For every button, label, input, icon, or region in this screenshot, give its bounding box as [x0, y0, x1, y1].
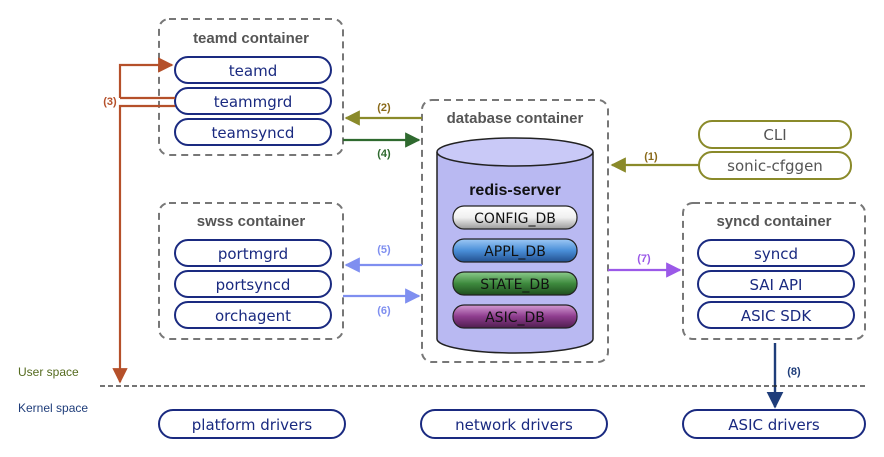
- sonic-cfggen-tool[interactable]: sonic-cfggen: [698, 151, 852, 180]
- teammgrd-label: teammgrd: [214, 93, 292, 111]
- swss-container-title: swss container: [197, 213, 306, 230]
- arrow-6: (6): [343, 288, 421, 317]
- teamd-container-title: teamd container: [193, 30, 309, 47]
- teamd-container: teamd container teamd teammgrd teamsyncd: [158, 18, 344, 156]
- arrow-6-label: (6): [377, 305, 391, 317]
- teammgrd-process[interactable]: teammgrd: [174, 87, 332, 115]
- cli-label: CLI: [763, 126, 786, 144]
- asic-drivers[interactable]: ASIC drivers: [682, 409, 866, 439]
- arrow-4: (4): [343, 132, 421, 160]
- arrow-7: (7): [608, 253, 682, 278]
- arrow-4-label: (4): [377, 148, 391, 160]
- arrow-1: (1): [610, 151, 699, 173]
- arrow-3: (3): [103, 57, 175, 384]
- platform-drivers[interactable]: platform drivers: [158, 409, 346, 439]
- cli-tool[interactable]: CLI: [698, 120, 852, 149]
- arrow-5: (5): [344, 244, 422, 273]
- state-db[interactable]: STATE_DB: [452, 271, 578, 296]
- user-space-label: User space: [18, 365, 79, 379]
- config-db-label: CONFIG_DB: [474, 211, 556, 227]
- arrow-8: (8): [766, 343, 801, 409]
- redis-server-label: redis-server: [469, 182, 561, 199]
- teamd-process[interactable]: teamd: [174, 56, 332, 84]
- orchagent-process[interactable]: orchagent: [174, 301, 332, 329]
- sonic-cfggen-label: sonic-cfggen: [727, 157, 823, 175]
- arrow-2-label: (2): [377, 102, 391, 114]
- teamsyncd-process[interactable]: teamsyncd: [174, 118, 332, 146]
- arrow-7-label: (7): [637, 253, 651, 265]
- state-db-label: STATE_DB: [480, 277, 550, 293]
- asic-drivers-label: ASIC drivers: [728, 416, 820, 434]
- teamsyncd-label: teamsyncd: [212, 124, 295, 142]
- arrow-1-label: (1): [644, 151, 658, 163]
- syncd-process[interactable]: syncd: [697, 239, 855, 267]
- arrow-8-label: (8): [787, 366, 801, 378]
- database-container-title: database container: [447, 110, 584, 127]
- syncd-container: syncd container syncd SAI API ASIC SDK: [682, 202, 866, 340]
- syncd-container-title: syncd container: [716, 213, 831, 230]
- orchagent-label: orchagent: [215, 307, 291, 325]
- portmgrd-process[interactable]: portmgrd: [174, 239, 332, 267]
- arrow-2: (2): [344, 102, 422, 126]
- arrow-3-label: (3): [103, 96, 117, 108]
- teamd-label: teamd: [229, 62, 277, 80]
- syncd-label: syncd: [754, 245, 798, 263]
- config-db[interactable]: CONFIG_DB: [452, 205, 578, 230]
- asic-db-label: ASIC_DB: [485, 310, 545, 326]
- portmgrd-label: portmgrd: [218, 245, 288, 263]
- kernel-space-label: Kernel space: [18, 401, 88, 415]
- database-container: database container redis-server CONFIG_D…: [421, 99, 609, 363]
- network-drivers-label: network drivers: [455, 416, 573, 434]
- portsyncd-label: portsyncd: [216, 276, 291, 294]
- sai-api-label: SAI API: [750, 276, 803, 294]
- asic-db[interactable]: ASIC_DB: [452, 304, 578, 329]
- appl-db[interactable]: APPL_DB: [452, 238, 578, 263]
- asic-sdk-label: ASIC SDK: [741, 307, 813, 325]
- portsyncd-process[interactable]: portsyncd: [174, 270, 332, 298]
- asic-sdk-process[interactable]: ASIC SDK: [697, 301, 855, 329]
- swss-container: swss container portmgrd portsyncd orchag…: [158, 202, 344, 340]
- sai-api-process[interactable]: SAI API: [697, 270, 855, 298]
- network-drivers[interactable]: network drivers: [420, 409, 608, 439]
- platform-drivers-label: platform drivers: [192, 416, 313, 434]
- appl-db-label: APPL_DB: [484, 244, 546, 260]
- arrow-5-label: (5): [377, 244, 391, 256]
